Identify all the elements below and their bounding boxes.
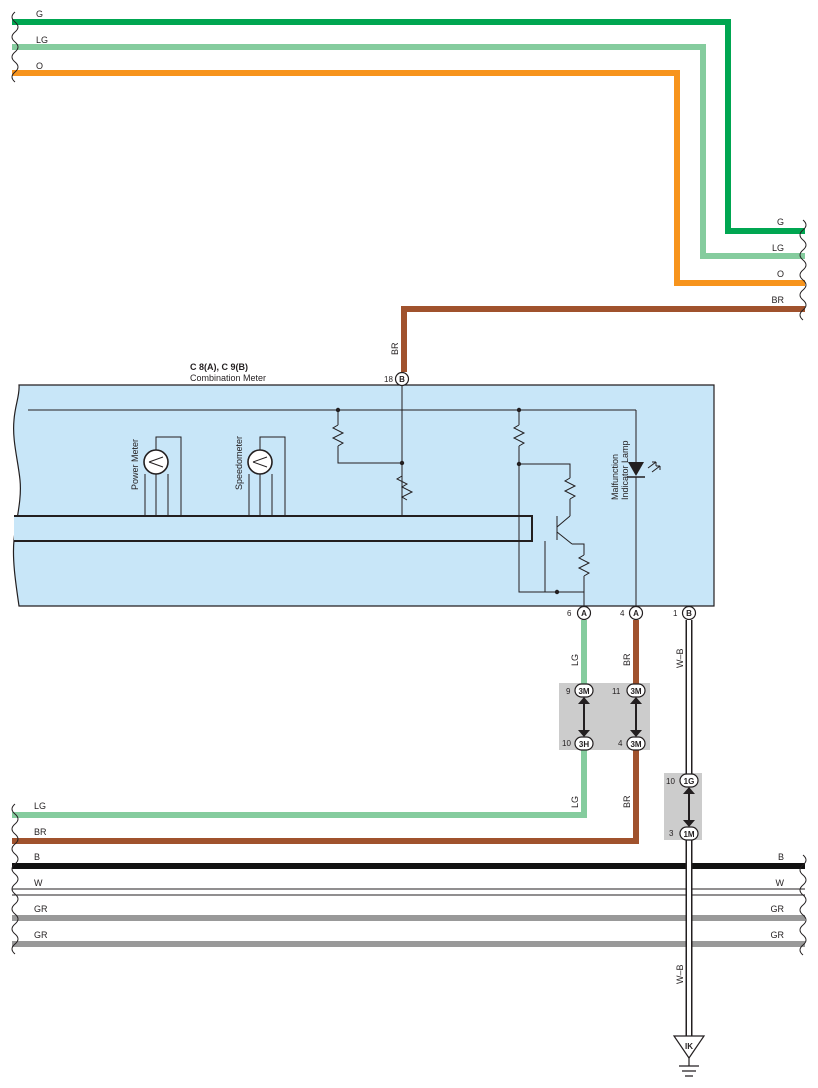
pin-connector-top: B: [399, 375, 405, 384]
wire-label-br-left: BR: [34, 827, 47, 837]
meter-internal-circuit: [28, 385, 637, 606]
wire-br-bottom: [12, 750, 639, 844]
junction-connector-j2: 11 3M 4 3M: [612, 683, 646, 751]
junction-connector-j3: 10 1G 3 1M: [666, 773, 699, 841]
wire-label-br-right: BR: [771, 295, 784, 305]
pin-connector-wb: B: [686, 609, 692, 618]
node-dot: [516, 461, 522, 467]
wire-label-wb-lower: W–B: [675, 964, 685, 984]
wire-o-top: [12, 70, 805, 286]
wire-label-lg-vertical: LG: [570, 654, 580, 666]
pin-number-4: 4: [620, 609, 625, 618]
speedometer-gauge-icon: [247, 436, 286, 516]
wire-label-g-left: G: [36, 9, 43, 19]
j2-bot-label: 3M: [630, 740, 641, 749]
combination-meter: C 8(A), C 9(B) Combination Meter: [12, 362, 715, 621]
junction-connector-j1: 9 3M 10 3H: [562, 683, 594, 751]
bus-label-gr2-left: GR: [34, 930, 48, 940]
j2-top-label: 3M: [630, 687, 641, 696]
power-meter-gauge-icon: [143, 436, 182, 516]
lower-wire-bundle: 9 3M 10 3H 11 3M 4 3M 10 1G 3: [11, 620, 807, 1077]
wire-label-br-vertical: BR: [390, 342, 400, 355]
pin-number-1: 1: [673, 609, 678, 618]
node-dot: [554, 589, 560, 595]
lamp-label-line2: Indicator Lamp: [620, 440, 630, 500]
node-dot: [516, 407, 522, 413]
break-mark-left-bottom: [11, 803, 19, 955]
bus-label-w-left: W: [34, 878, 43, 888]
j1-bot-label: 3H: [579, 740, 589, 749]
wire-label-br-vertical-lower: BR: [622, 653, 632, 666]
wire-label-g-right: G: [777, 217, 784, 227]
wire-label-wb-upper: W–B: [675, 648, 685, 668]
bus-label-b-left: B: [34, 852, 40, 862]
bus-label-w-right: W: [776, 878, 785, 888]
break-mark-left-top: [11, 11, 19, 83]
wire-label-lg-left: LG: [34, 801, 46, 811]
pin-circle-lg: [576, 605, 592, 621]
break-mark-right-bottom: [799, 854, 807, 956]
wire-label-o-left: O: [36, 61, 43, 71]
j1-bot-num: 10: [562, 739, 571, 748]
wire-label-br-vertical-2: BR: [622, 795, 632, 808]
top-wire-bundle: G LG O G LG O BR BR: [11, 9, 807, 372]
wire-g-top: [12, 19, 805, 234]
j2-top-num: 11: [612, 687, 621, 696]
pin-connector-br: A: [633, 609, 639, 618]
meter-name: Combination Meter: [190, 373, 266, 383]
wire-label-o-right: O: [777, 269, 784, 279]
wire-lg-bottom: [12, 750, 587, 818]
j3-bot-label: 1M: [683, 830, 694, 839]
pin-circle-top: [394, 371, 410, 387]
j2-bot-num: 4: [618, 739, 623, 748]
bus-label-gr1-right: GR: [771, 904, 785, 914]
pin-number-18: 18: [384, 375, 393, 384]
wire-br-top: [401, 306, 805, 372]
break-mark-right-top: [799, 219, 807, 321]
wire-label-lg-right: LG: [772, 243, 784, 253]
wire-label-lg-left: LG: [36, 35, 48, 45]
lamp-label-line1: Malfunction: [610, 454, 620, 500]
wire-lg-top: [12, 44, 805, 259]
wire-label-lg-vertical-2: LG: [570, 796, 580, 808]
j1-top-num: 9: [566, 687, 571, 696]
bus-label-gr1-left: GR: [34, 904, 48, 914]
ground-label: IK: [685, 1042, 693, 1051]
pin-number-6: 6: [567, 609, 572, 618]
bus-label-gr2-right: GR: [771, 930, 785, 940]
meter-inner-band: [14, 515, 533, 542]
node-dot: [335, 407, 341, 413]
meter-connector-ids: C 8(A), C 9(B): [190, 362, 248, 372]
pin-circle-br: [628, 605, 644, 621]
j3-top-label: 1G: [684, 777, 695, 786]
node-dot: [399, 460, 405, 466]
j1-top-label: 3M: [578, 687, 589, 696]
j3-bot-num: 3: [669, 829, 674, 838]
pin-connector-lg: A: [581, 609, 587, 618]
speedometer-label: Speedometer: [234, 436, 244, 490]
meter-body: [12, 384, 715, 607]
bus-label-b-right: B: [778, 852, 784, 862]
power-meter-label: Power Meter: [130, 439, 140, 490]
pin-circle-wb: [681, 605, 697, 621]
j3-top-num: 10: [666, 777, 675, 786]
ground-icon: IK: [672, 1035, 706, 1077]
malfunction-lamp-icon: [627, 461, 661, 478]
